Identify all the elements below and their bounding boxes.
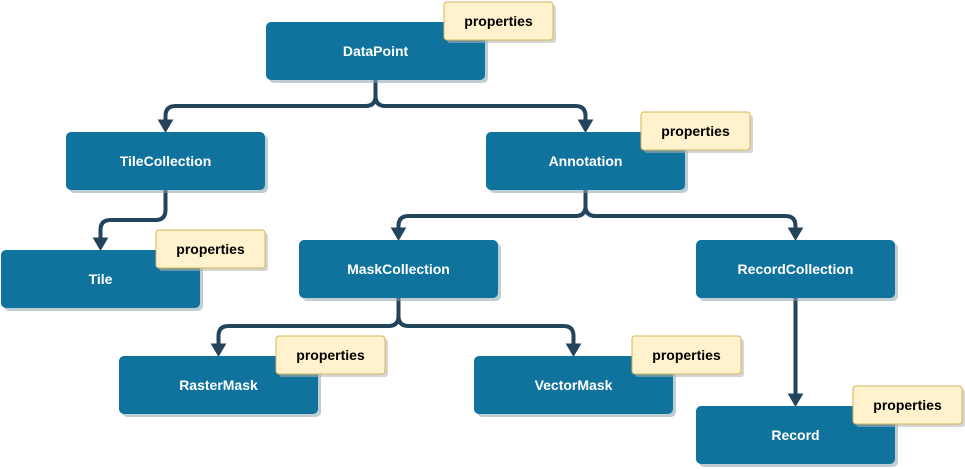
properties-note-vectormask: properties xyxy=(631,335,744,377)
node-label: RecordCollection xyxy=(738,261,854,277)
node-box xyxy=(696,240,895,298)
properties-note-tile: properties xyxy=(155,229,268,271)
arrowhead xyxy=(92,237,109,251)
note-box xyxy=(155,229,266,269)
node-box xyxy=(474,356,673,414)
node-box xyxy=(66,132,265,190)
node-label: Record xyxy=(771,427,819,443)
node-box xyxy=(119,356,318,414)
connector-recordcollection-to-record xyxy=(787,298,804,407)
node-recordcollection: RecordCollection xyxy=(696,240,898,301)
node-label: RasterMask xyxy=(179,377,258,393)
node-box xyxy=(696,406,895,464)
connectors xyxy=(92,80,804,407)
connector-line xyxy=(98,190,168,239)
connector-line xyxy=(396,190,588,229)
note-box xyxy=(443,1,554,41)
note-box xyxy=(640,111,751,151)
connector-line xyxy=(163,80,378,121)
note-box xyxy=(852,385,963,425)
node-datapoint: DataPoint xyxy=(266,22,488,83)
node-maskcollection: MaskCollection xyxy=(299,240,501,301)
properties-note-record: properties xyxy=(852,385,965,427)
note-label: properties xyxy=(661,123,730,139)
node-label: MaskCollection xyxy=(347,261,450,277)
connector-line xyxy=(583,190,798,229)
node-box xyxy=(486,132,685,190)
node-box xyxy=(1,250,200,308)
node-tile: Tile xyxy=(1,250,203,311)
connector-line xyxy=(373,80,588,121)
notes: properties properties properties properties… xyxy=(155,1,965,427)
node-annotation: Annotation xyxy=(486,132,688,193)
properties-note-datapoint: properties xyxy=(443,1,556,43)
connector-datapoint-to-annotation xyxy=(373,80,594,133)
connector-annotation-to-recordcollection xyxy=(583,190,804,241)
arrowhead xyxy=(210,343,227,357)
connector-maskcollection-to-vectormask xyxy=(396,298,582,357)
properties-note-annotation: properties xyxy=(640,111,753,153)
node-label: DataPoint xyxy=(343,43,409,59)
connector-annotation-to-maskcollection xyxy=(390,190,588,241)
note-label: properties xyxy=(464,13,533,29)
node-tilecollection: TileCollection xyxy=(66,132,268,193)
properties-note-rastermask: properties xyxy=(275,335,388,377)
node-record: Record xyxy=(696,406,898,467)
arrowhead xyxy=(565,343,582,357)
arrowhead xyxy=(157,119,174,133)
node-label: Annotation xyxy=(549,153,623,169)
note-label: properties xyxy=(176,241,245,257)
note-box xyxy=(631,335,742,375)
node-label: Tile xyxy=(89,271,113,287)
note-label: properties xyxy=(873,397,942,413)
node-label: TileCollection xyxy=(120,153,212,169)
node-vectormask: VectorMask xyxy=(474,356,676,417)
arrowhead xyxy=(787,393,804,407)
arrowhead xyxy=(390,227,407,241)
node-box xyxy=(299,240,498,298)
note-label: properties xyxy=(296,347,365,363)
node-label: VectorMask xyxy=(535,377,613,393)
node-box xyxy=(266,22,485,80)
note-label: properties xyxy=(652,347,721,363)
node-rastermask: RasterMask xyxy=(119,356,321,417)
arrowhead xyxy=(577,119,594,133)
connector-line xyxy=(396,298,576,345)
arrowhead xyxy=(787,227,804,241)
connector-tilecollection-to-tile xyxy=(92,190,168,251)
connector-datapoint-to-tilecollection xyxy=(157,80,378,133)
note-box xyxy=(275,335,386,375)
